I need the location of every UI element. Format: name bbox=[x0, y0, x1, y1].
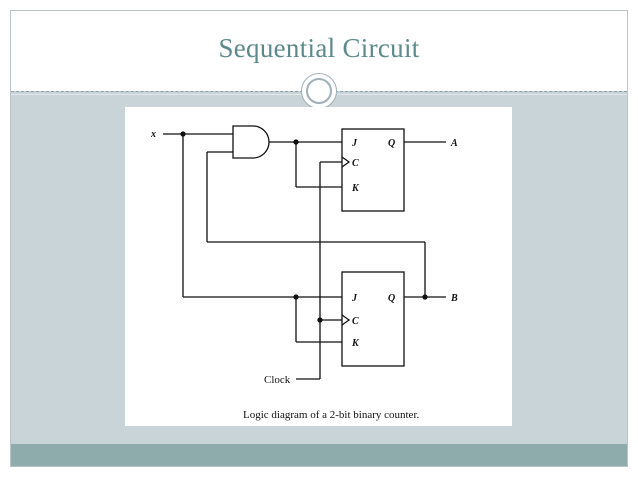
clock-triangle-top bbox=[341, 156, 351, 168]
label-top-k: K bbox=[351, 183, 360, 194]
footer-band bbox=[11, 444, 627, 466]
label-output-a: A bbox=[450, 138, 458, 149]
slide: Sequential Circuit bbox=[10, 10, 628, 467]
circle-ornament-ring bbox=[306, 78, 332, 104]
label-bottom-q: Q bbox=[388, 293, 395, 304]
diagram-caption: Logic diagram of a 2-bit binary counter. bbox=[243, 409, 419, 421]
junction-clock bbox=[317, 317, 323, 323]
label-top-j: J bbox=[351, 138, 358, 149]
slide-title: Sequential Circuit bbox=[218, 33, 420, 63]
label-output-b: B bbox=[450, 293, 458, 304]
logic-diagram: x A B J C K Q J C K Q Clock Logic diagra… bbox=[150, 125, 458, 421]
label-top-c: C bbox=[352, 158, 359, 169]
label-bottom-c: C bbox=[352, 316, 359, 327]
label-bottom-k: K bbox=[351, 338, 360, 349]
and-gate bbox=[232, 125, 270, 159]
label-input-x: x bbox=[150, 129, 156, 140]
flipflop-bottom bbox=[341, 271, 405, 367]
label-top-q: Q bbox=[388, 138, 395, 149]
circle-ornament-icon bbox=[301, 73, 337, 109]
circuit-figure: x A B J C K Q J C K Q Clock Logic diagra… bbox=[125, 107, 512, 426]
label-clock: Clock bbox=[264, 374, 291, 386]
flipflop-top bbox=[341, 128, 405, 212]
label-bottom-j: J bbox=[351, 293, 358, 304]
clock-triangle-bottom bbox=[341, 314, 351, 326]
